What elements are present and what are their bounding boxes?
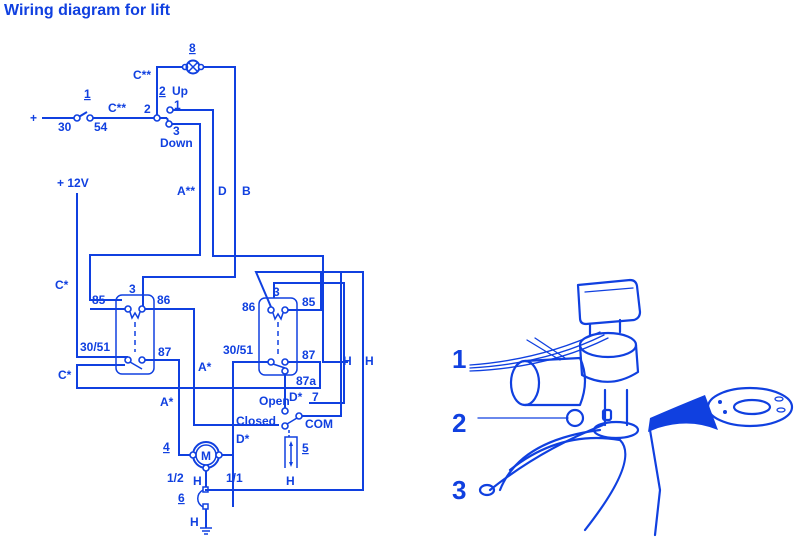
- terminal-54: [86, 114, 94, 122]
- motor-terminal-1-2: 1/2: [167, 471, 184, 485]
- limit-switch-7: Open Closed COM D* 7: [236, 272, 342, 437]
- actuator-5: 5 H: [284, 436, 309, 488]
- terminal-30: [73, 114, 81, 122]
- plus-12v-label: + 12V: [57, 176, 89, 190]
- lamp-number: 8: [189, 41, 196, 55]
- motor-symbol: M: [201, 449, 211, 463]
- callout-1: 1: [452, 344, 466, 374]
- actuator-wire-label: H: [286, 474, 295, 488]
- wire-label-c-star-1: C*: [55, 278, 69, 292]
- connector-6: 6 H: [178, 471, 212, 535]
- relay-right: 3 86 85 30/51 87 87a: [223, 285, 316, 388]
- relay-right-number: 3: [273, 285, 280, 299]
- wire-label-d-star-2: D*: [236, 432, 250, 446]
- relay-left-85: 85: [92, 293, 106, 307]
- switch1-number: 1: [84, 87, 91, 101]
- relay-right-87: 87: [302, 348, 316, 362]
- motor-wire-label: H: [193, 474, 202, 488]
- motor-number: 4: [163, 440, 170, 454]
- switch2-label-3: 3: [173, 124, 180, 138]
- switch1-terminal-30: 30: [58, 120, 72, 134]
- wire-label-c-star-2: C*: [58, 368, 72, 382]
- connector-wire-label: H: [190, 515, 199, 529]
- wire-label-h-1: H: [343, 354, 352, 368]
- relay-left-87: 87: [158, 345, 172, 359]
- switch2-label-1: 1: [174, 98, 181, 112]
- wire-label-d-star-1: D*: [289, 390, 303, 404]
- wire-d: [173, 109, 348, 363]
- wire-a-double: [89, 123, 201, 301]
- wire-label-b: B: [242, 184, 251, 198]
- relay-right-30-51: 30/51: [223, 343, 253, 357]
- switch2-terminal-1: [166, 106, 174, 114]
- motor-4: M 4 1/2 1/1 H D*: [163, 432, 250, 488]
- lift-illustration: 1 2 3: [452, 278, 794, 537]
- wire-12v: [76, 193, 128, 358]
- switch2-up-label: Up: [172, 84, 188, 98]
- wire-label-a-star-2: A*: [160, 395, 174, 409]
- wire-label-h-2: H: [365, 354, 374, 368]
- relay-left-30-51: 30/51: [80, 340, 110, 354]
- lamp-8: 8: [142, 41, 236, 300]
- relay-right-87a: 87a: [296, 374, 316, 388]
- motor-terminal-1-1: 1/1: [226, 471, 243, 485]
- switch2-label-2: 2: [144, 102, 151, 116]
- wire-label-c-double-2: C**: [133, 68, 151, 82]
- limit-com-label: COM: [305, 417, 333, 431]
- actuator-number: 5: [302, 441, 309, 455]
- relay-right-86: 86: [242, 300, 256, 314]
- limit-switch-number: 7: [312, 390, 319, 404]
- wire-label-d: D: [218, 184, 227, 198]
- connector-number: 6: [178, 491, 185, 505]
- relay-right-85: 85: [302, 295, 316, 309]
- supply-line: + 30 54 1 C**: [30, 87, 155, 134]
- plus-label: +: [30, 111, 37, 125]
- callout-3: 3: [452, 475, 466, 505]
- diagram-title: Wiring diagram for lift: [4, 2, 171, 19]
- switch1-terminal-54: 54: [94, 120, 108, 134]
- limit-closed-label: Closed: [236, 414, 276, 428]
- relay-left-number: 3: [129, 282, 136, 296]
- switch2-number: 2: [159, 84, 166, 98]
- switch2-terminal-2: [153, 114, 161, 122]
- wire-label-a-star-1: A*: [198, 360, 212, 374]
- relay-left: 3 85 86 30/51 87: [80, 282, 172, 375]
- wire-label-a-double: A**: [177, 184, 195, 198]
- limit-open-label: Open: [259, 394, 290, 408]
- callout-2: 2: [452, 408, 466, 438]
- wire-label-c-double: C**: [108, 101, 126, 115]
- switch2-terminal-3: [165, 120, 173, 128]
- wire-c-star: [76, 364, 303, 389]
- switch2-down-label: Down: [160, 136, 193, 150]
- relay-left-86: 86: [157, 293, 171, 307]
- switch-2: 2 1 3 2 Up Down C**: [133, 66, 193, 150]
